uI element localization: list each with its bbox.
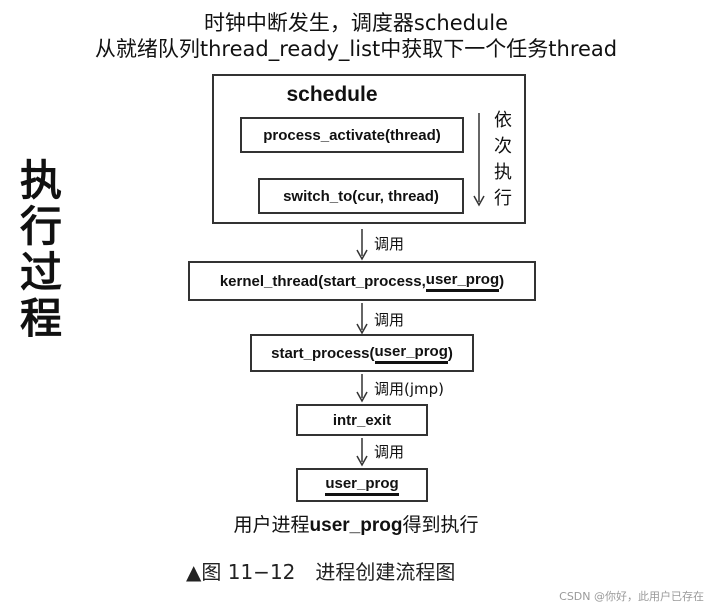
process-activate-box: process_activate(thread) <box>240 117 464 153</box>
header-line-2: 从就绪队列thread_ready_list中获取下一个任务thread <box>94 37 618 61</box>
sequence-label-char: 行 <box>494 188 512 209</box>
start-process-suffix: ) <box>447 344 453 362</box>
kernel-thread-arg: user_prog <box>425 271 500 292</box>
sequence-label: 依 次 执 行 <box>488 108 518 212</box>
intr-exit-box: intr_exit <box>296 404 428 436</box>
header-line-1: 时钟中断发生，调度器schedule <box>203 11 509 35</box>
call-arrow-head <box>356 391 368 403</box>
intr-exit-label: intr_exit <box>332 411 392 429</box>
result-text: 用户进程user_prog得到执行 <box>0 510 712 537</box>
sequence-arrow-head <box>473 195 485 207</box>
side-label: 执 行 过 程 <box>14 158 68 342</box>
start-process-arg: user_prog <box>374 343 448 364</box>
result-prefix: 用户进程 <box>233 514 310 536</box>
sequence-label-char: 次 <box>494 136 512 157</box>
sequence-label-char: 执 <box>494 162 512 183</box>
switch-to-box: switch_to(cur, thread) <box>258 178 464 214</box>
figure-caption: ▲图 11−12 进程创建流程图 <box>186 560 456 584</box>
side-label-char: 过 <box>19 248 62 297</box>
call-label: 调用 <box>374 311 405 329</box>
call-arrow-head <box>356 323 368 335</box>
result-name: user_prog <box>309 515 403 536</box>
user-prog-label: user_prog <box>325 475 399 496</box>
side-label-char: 程 <box>19 294 62 343</box>
result-suffix: 得到执行 <box>402 514 479 536</box>
start-process-prefix: start_process( <box>271 344 375 362</box>
watermark: CSDN @你好，此用户已存在 <box>559 590 704 603</box>
switch-to-label: switch_to(cur, thread) <box>283 187 439 205</box>
call-arrow-head <box>356 249 368 261</box>
kernel-thread-suffix: ) <box>499 272 505 290</box>
schedule-title: schedule <box>286 83 378 106</box>
schedule-block <box>212 74 526 224</box>
call-label: 调用 <box>374 235 405 253</box>
kernel-thread-prefix: kernel_thread(start_process, <box>219 272 426 290</box>
sequence-label-char: 依 <box>494 110 512 131</box>
start-process-box: start_process(user_prog) <box>250 334 474 372</box>
call-label: 调用 <box>374 443 405 461</box>
call-label: 调用(jmp) <box>374 380 445 398</box>
process-activate-label: process_activate(thread) <box>263 126 441 144</box>
call-arrow-head <box>356 455 368 467</box>
user-prog-box: user_prog <box>296 468 428 502</box>
kernel-thread-box: kernel_thread(start_process, user_prog) <box>188 261 536 301</box>
side-label-char: 行 <box>19 202 62 251</box>
side-label-char: 执 <box>19 156 62 205</box>
